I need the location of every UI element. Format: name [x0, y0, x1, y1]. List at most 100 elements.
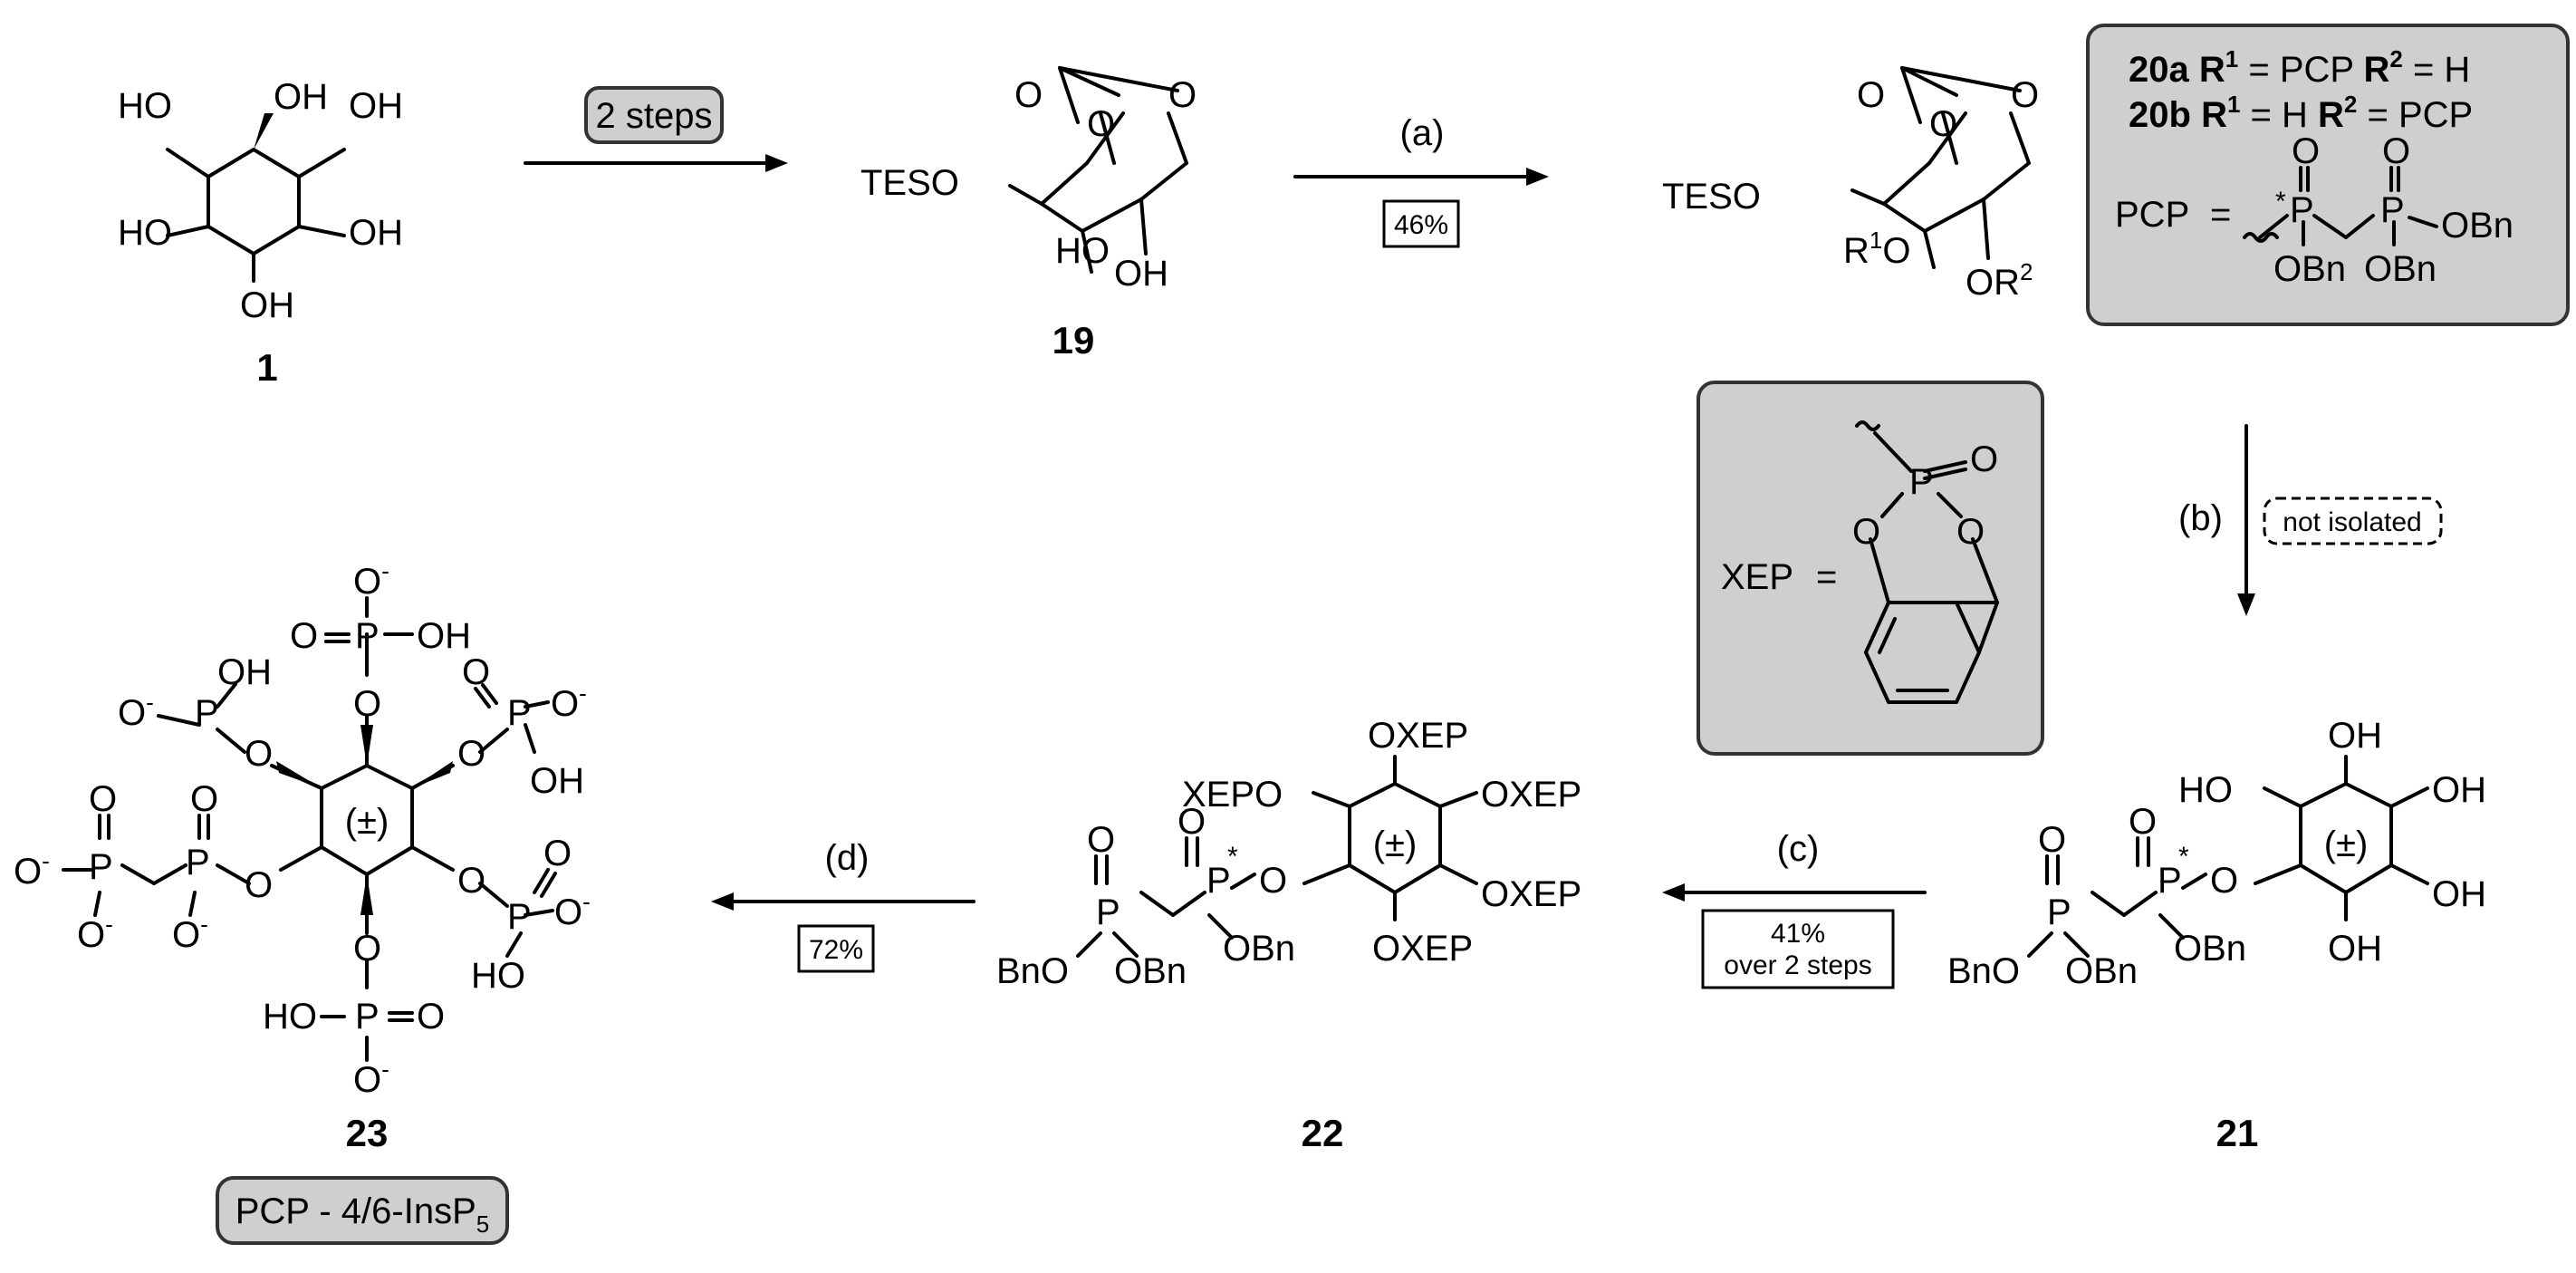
- xep-o-right: O: [1956, 512, 1985, 552]
- arrow-d: (d) 72%: [711, 838, 976, 973]
- c23-ominus-far-left-bottom: O-: [77, 911, 113, 955]
- c19-label: 19: [1053, 319, 1095, 362]
- c21-star: *: [2178, 842, 2189, 872]
- xep-box: XEP = P O O O: [1697, 381, 2044, 756]
- compound-23: (±) O P O OH O- O P OH O- O P O O- OH O …: [14, 557, 591, 1245]
- c19-teso: TESO: [860, 163, 959, 203]
- c19-o-1: O: [1014, 75, 1043, 115]
- c1-ho-left-bottom: HO: [118, 213, 172, 253]
- c23-o-upper-left: O: [245, 734, 273, 774]
- arrow-b-label: (b): [2178, 498, 2223, 538]
- c21-p1: P: [2158, 861, 2182, 901]
- c23-ominus-upper-left: O-: [118, 689, 154, 733]
- legend-p2: P: [2380, 190, 2405, 230]
- compound-21: (±) OH HO OH OH OH O P * O OBn P O BnO O…: [1947, 716, 2486, 1154]
- c23-p-top: P: [355, 616, 380, 656]
- c23-p-upper-right: P: [507, 693, 532, 733]
- xep-o-left: O: [1852, 512, 1880, 552]
- c1-oh-right-top: OH: [349, 86, 403, 126]
- c20-teso: TESO: [1662, 177, 1761, 217]
- c22-obn2: OBn: [1114, 951, 1187, 991]
- c23-center: (±): [345, 802, 389, 842]
- c23-ho-bottom: HO: [263, 997, 317, 1037]
- legend-obn-right: OBn: [2441, 206, 2514, 246]
- xep-p: P: [1909, 462, 1934, 502]
- c21-o-ether: O: [2210, 861, 2238, 901]
- legend-obn-2: OBn: [2364, 249, 2437, 289]
- c20-o-2: O: [1929, 104, 1957, 144]
- c22-star: *: [1227, 842, 1238, 872]
- c23-p-lower-left: P: [186, 843, 210, 882]
- c1-label: 1: [256, 346, 277, 389]
- c23-o-lower-right: O: [457, 861, 485, 901]
- c21-oh-bottom: OH: [2328, 929, 2382, 969]
- compound-20: O O O TESO R1O OR2: [1662, 66, 2039, 303]
- c23-o-upper-right: O: [457, 734, 485, 774]
- c19-oh: OH: [1114, 254, 1168, 294]
- legend-o2: O: [2382, 131, 2410, 171]
- c23-ominus-lower-left: O-: [172, 911, 208, 955]
- arrow-c-yield-1: 41%: [1771, 919, 1825, 949]
- arrow-a: (a) 46%: [1293, 113, 1549, 248]
- c22-xepo: XEPO: [1182, 775, 1283, 815]
- c23-oh-upper-right: OH: [530, 761, 584, 801]
- c22-oxep-top: OXEP: [1368, 716, 1468, 756]
- c22-p1: P: [1206, 861, 1231, 901]
- c21-label: 21: [2216, 1112, 2259, 1154]
- arrow-a-yield: 46%: [1394, 210, 1448, 240]
- c19-o-3: O: [1168, 75, 1197, 115]
- c22-label: 22: [1302, 1112, 1344, 1154]
- arrow-b-note: not isolated: [2283, 507, 2421, 537]
- c19-ho: HO: [1055, 231, 1110, 271]
- c23-oh-top: OH: [417, 616, 471, 656]
- c23-label: 23: [346, 1112, 389, 1154]
- c22-center: (±): [1373, 825, 1418, 864]
- arrow-b: (b) not isolated: [2178, 424, 2443, 616]
- c22-p2: P: [1096, 892, 1120, 932]
- c22-oxep-right-bottom: OXEP: [1481, 874, 1581, 914]
- c20-r1o: R1O: [1843, 227, 1910, 271]
- c19-o-2: O: [1087, 104, 1115, 144]
- c1-oh-right-bottom: OH: [349, 213, 403, 253]
- c23-o-upper-right-double: O: [462, 652, 490, 692]
- c21-p2: P: [2047, 892, 2071, 932]
- arrow-d-yield: 72%: [809, 935, 863, 965]
- c21-oh-right-bottom: OH: [2432, 874, 2486, 914]
- c22-o2: O: [1087, 820, 1115, 860]
- c23-p-bottom: P: [355, 997, 380, 1037]
- arrow-d-label: (d): [825, 838, 870, 878]
- c23-oh-upper-left: OH: [217, 652, 272, 692]
- c23-p-lower-right: P: [507, 897, 532, 937]
- xep-eq: =: [1816, 557, 1837, 597]
- compound-19: O O O TESO HO OH 19: [860, 66, 1197, 362]
- c21-ho-left: HO: [2178, 770, 2233, 810]
- legend-box-20: 20a R1 = PCP R2 = H 20b R1 = H R2 = PCP …: [2086, 24, 2570, 326]
- c23-ominus-upper-right: O-: [551, 680, 587, 724]
- c23-ominus-bottom: O-: [353, 1056, 389, 1100]
- c23-ominus-far-left: O-: [14, 847, 50, 892]
- c21-oh-top: OH: [2328, 716, 2382, 756]
- legend-line-20b: 20b R1 = H R2 = PCP: [2129, 91, 2473, 135]
- c23-name: PCP - 4/6-InsP5: [235, 1191, 490, 1238]
- compound-1: OH HO OH HO OH OH 1: [118, 77, 403, 389]
- c21-o1: O: [2129, 802, 2157, 842]
- c22-bno: BnO: [996, 951, 1069, 991]
- c23-p-upper-left: P: [195, 693, 219, 733]
- xep-o-double: O: [1970, 439, 1998, 479]
- c22-oxep-right-top: OXEP: [1481, 775, 1581, 815]
- c21-obn2: OBn: [2065, 951, 2138, 991]
- legend-line-20a: 20a R1 = PCP R2 = H: [2129, 45, 2470, 90]
- c22-o-ether: O: [1259, 861, 1287, 901]
- c1-oh-bottom: OH: [240, 285, 294, 325]
- arrow-c-label: (c): [1777, 829, 1820, 869]
- c23-o-bottom-double: O: [417, 997, 445, 1037]
- step1-label: 2 steps: [596, 96, 713, 136]
- c23-ominus-top: O-: [353, 557, 389, 602]
- c22-oxep-bottom: OXEP: [1372, 929, 1473, 969]
- c21-center: (±): [2324, 825, 2369, 864]
- xep-label: XEP: [1721, 557, 1793, 597]
- arrow-a-label: (a): [1400, 113, 1445, 153]
- legend-eq: =: [2210, 195, 2231, 235]
- c21-obn1: OBn: [2174, 929, 2246, 969]
